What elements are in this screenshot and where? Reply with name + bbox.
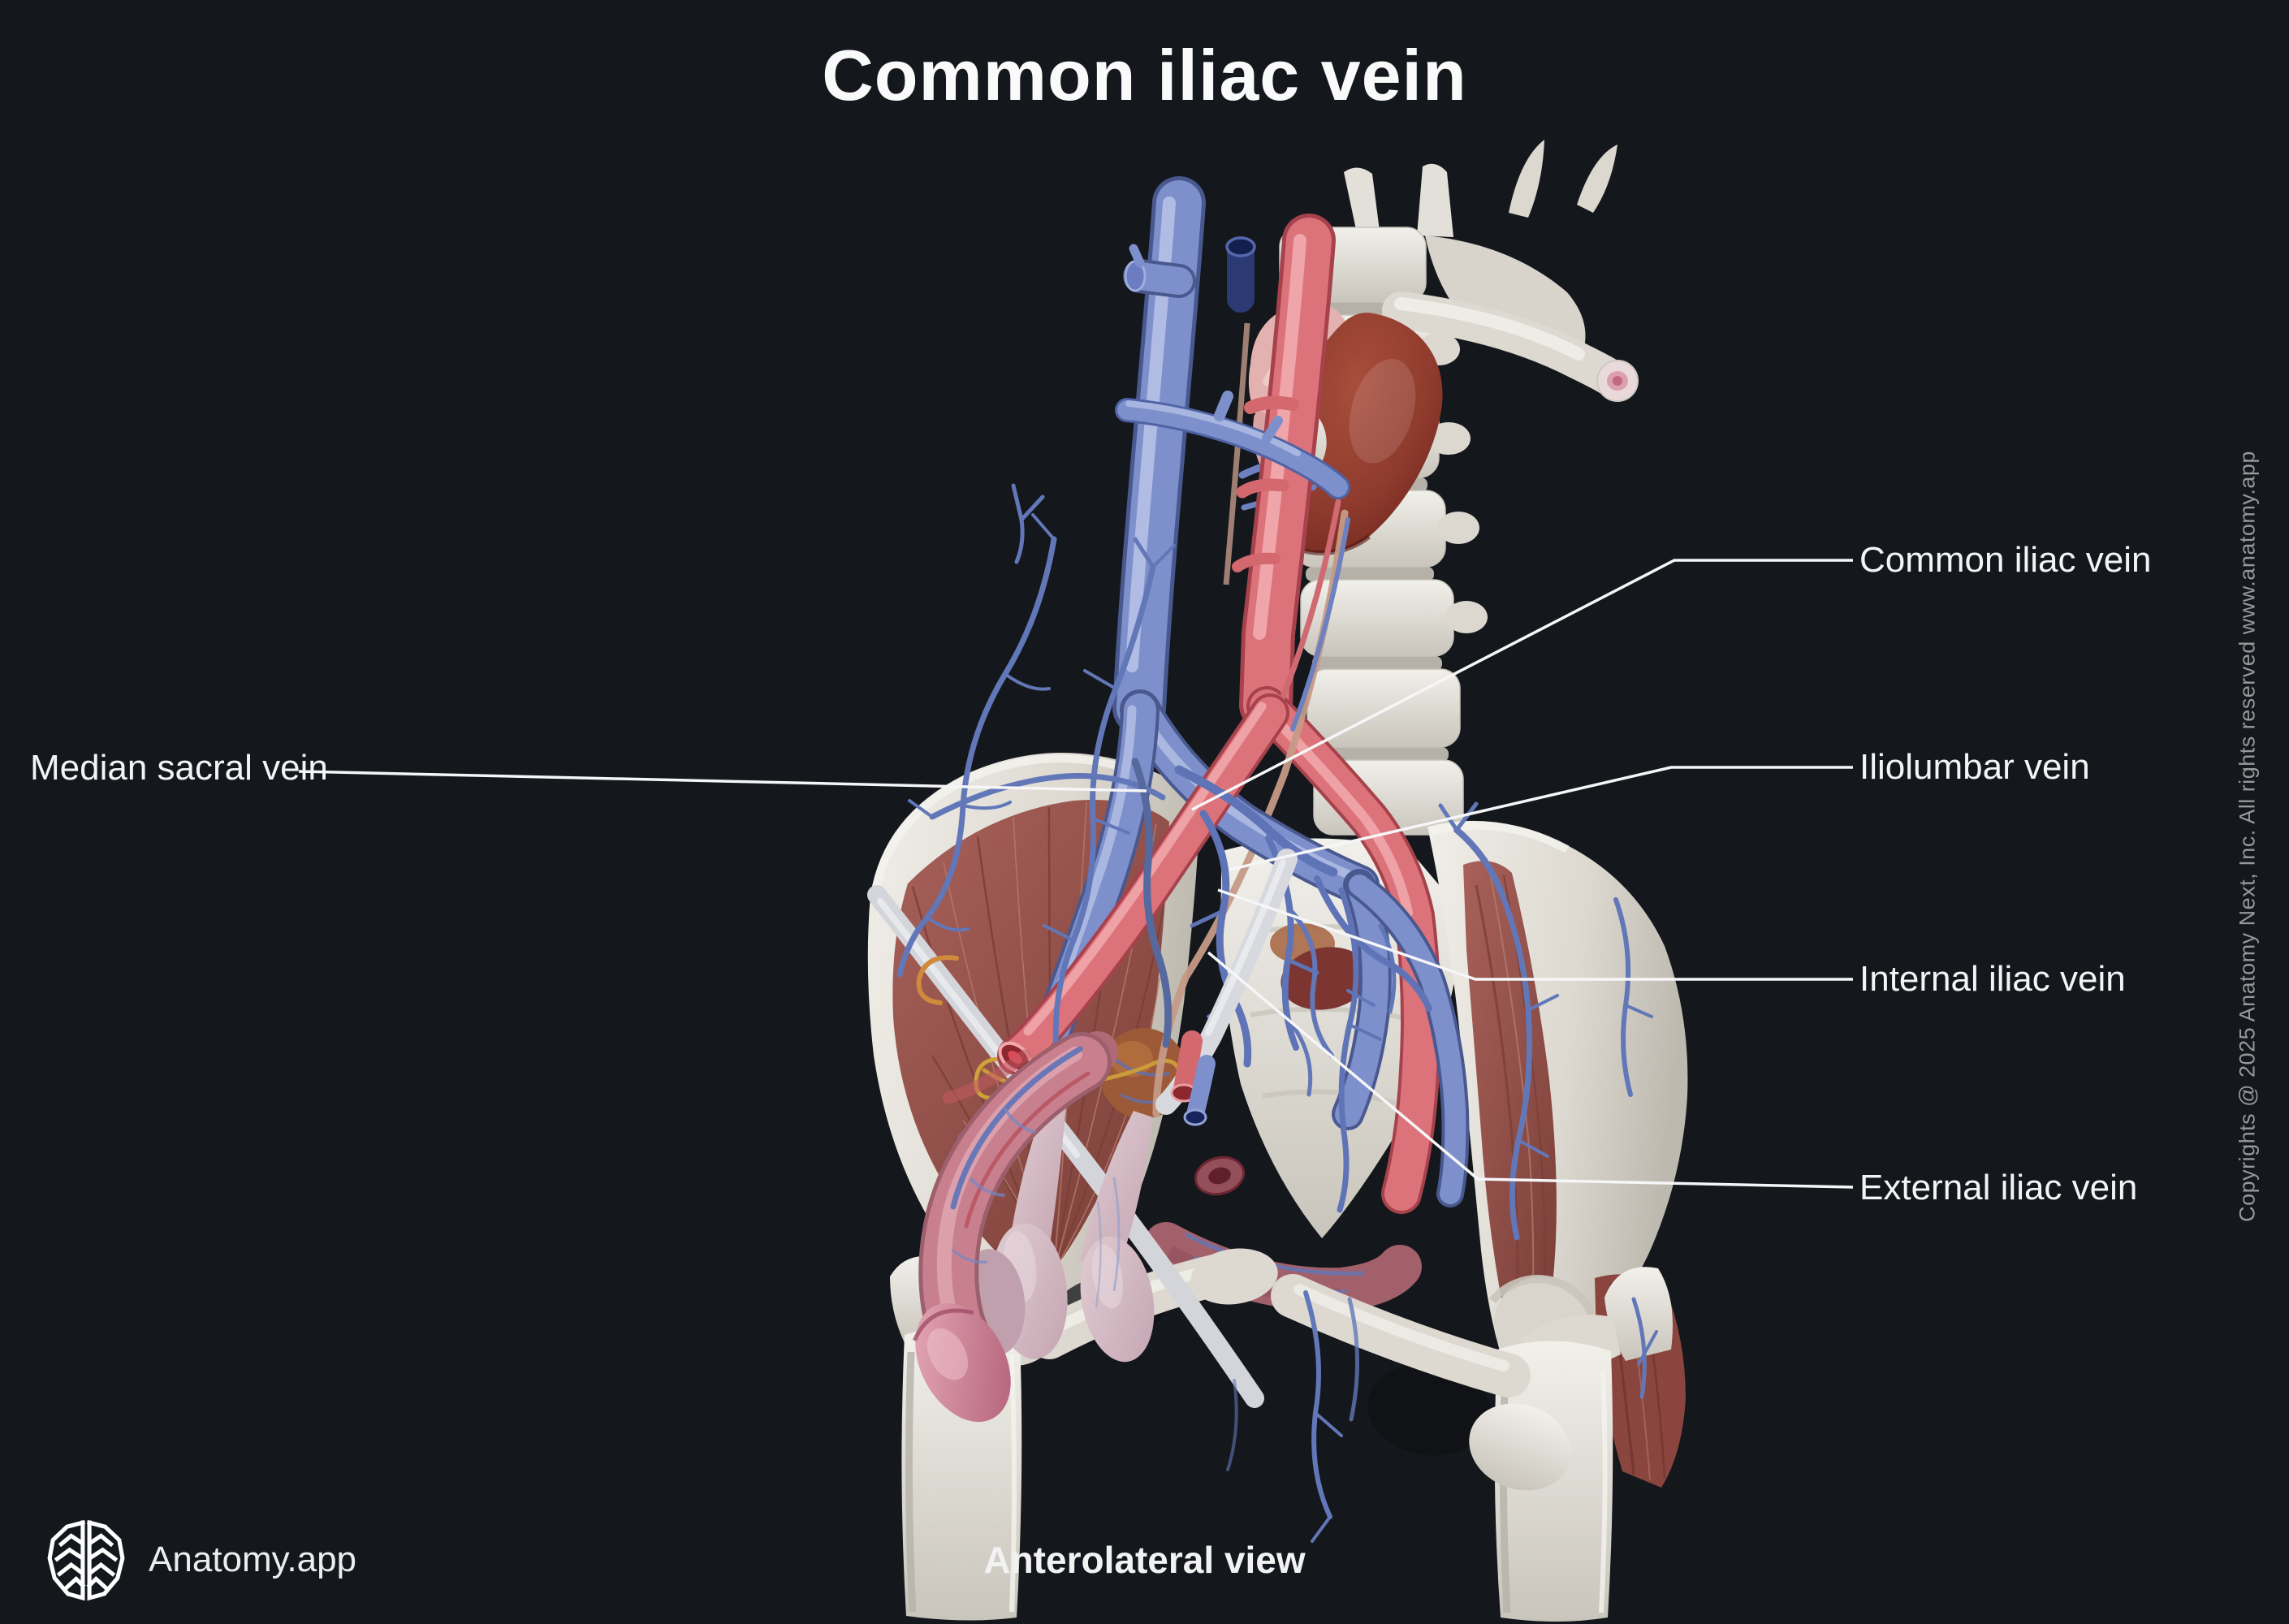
- leader-line-median-sacral-vein: [298, 770, 1147, 793]
- page-title: Common iliac vein: [822, 35, 1467, 115]
- label-external-iliac-vein: External iliac vein: [1859, 1168, 2138, 1207]
- aorta: [1232, 214, 1441, 1214]
- label-common-iliac-vein: Common iliac vein: [1859, 540, 2152, 580]
- cut-vessel-stubs: [1170, 1030, 1216, 1126]
- leader-lines: [298, 559, 1854, 1189]
- label-median-sacral-vein: Median sacral vein: [30, 748, 328, 788]
- label-iliolumbar-vein: Iliolumbar vein: [1859, 747, 2090, 787]
- iliac-confluence-veins: [1131, 758, 1432, 1213]
- right-obturator-foramen: [1367, 1363, 1491, 1456]
- label-internal-iliac-vein: Internal iliac vein: [1859, 959, 2126, 999]
- sympathetic-trunk: [1223, 322, 1250, 585]
- brand-name: Anatomy.app: [149, 1540, 357, 1579]
- leader-line-iliolumbar-vein: [1229, 766, 1853, 871]
- rib: [1382, 292, 1639, 402]
- leader-line-common-iliac-vein: [1191, 559, 1853, 811]
- brain-right-half: [86, 1519, 125, 1601]
- view-label: Anterolateral view: [983, 1539, 1306, 1581]
- glans: [912, 1302, 1011, 1423]
- leader-line-internal-iliac-vein: [1217, 888, 1853, 981]
- copyright-text: Copyrights @ 2025 Anatomy Next, Inc. All…: [2235, 451, 2260, 1222]
- pubic-rami: [1028, 1248, 1571, 1491]
- scrotal-veins: [1226, 1290, 1360, 1543]
- brain-logo-icon: [47, 1519, 125, 1601]
- external-iliac-artery: [942, 693, 1289, 1104]
- brain-left-half: [47, 1519, 86, 1601]
- leader-line-external-iliac-vein: [1207, 951, 1854, 1189]
